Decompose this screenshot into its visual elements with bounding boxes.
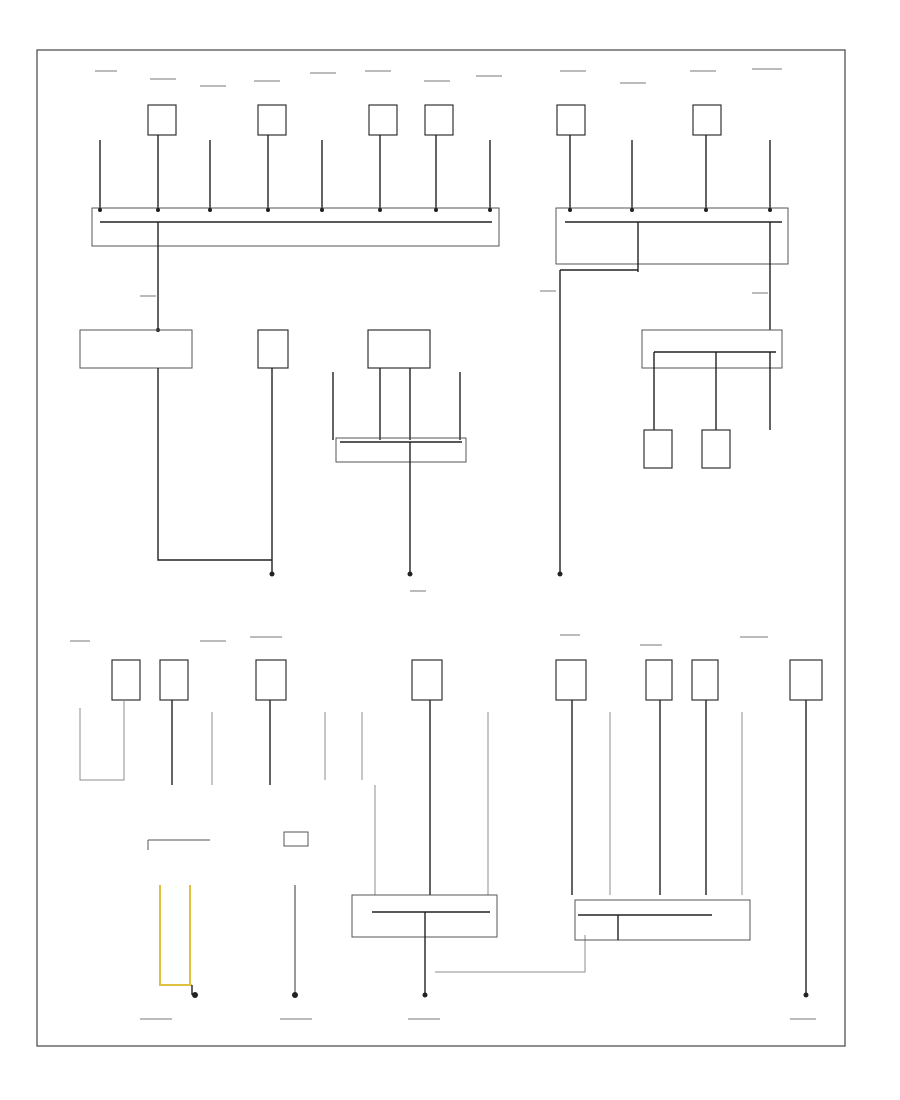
drop-wires: [653, 352, 771, 430]
component-box: [411, 659, 443, 701]
component-box: [111, 659, 141, 701]
component-box: [257, 329, 289, 369]
drop-wires: [99, 135, 491, 210]
relay-block: [79, 329, 193, 369]
component-box-wide: [367, 329, 431, 369]
top-left-component-group: [79, 104, 500, 561]
component-box: [257, 104, 287, 136]
component-box-small: [283, 831, 309, 847]
yellow-wire-pair: [159, 885, 192, 986]
drop-wires: [332, 368, 461, 440]
component-box: [701, 429, 731, 469]
illegible-label-marks: [70, 68, 816, 1020]
junction-connector: [91, 207, 500, 247]
splice-connector: [335, 437, 467, 463]
splice-connector: [574, 899, 751, 941]
component-box: [645, 659, 673, 701]
component-box: [424, 104, 454, 136]
component-box: [159, 659, 189, 701]
component-box: [691, 659, 719, 701]
top-right-component-group: [555, 104, 789, 577]
diagram-frame: [36, 49, 846, 1047]
component-box: [643, 429, 673, 469]
bottom-component-group: [79, 659, 823, 998]
component-box: [555, 659, 587, 701]
middle-component-group: [257, 329, 467, 577]
ground-bracket: [79, 700, 125, 781]
wire-to-ground-left: [157, 368, 272, 561]
component-box: [692, 104, 722, 136]
component-box: [368, 104, 398, 136]
drop-wires: [569, 135, 771, 210]
component-box: [789, 659, 823, 701]
component-box: [556, 104, 586, 136]
component-box: [147, 104, 177, 136]
component-box: [255, 659, 287, 701]
junction-connector-lower: [641, 329, 783, 369]
junction-dots: [98, 208, 492, 212]
junction-connector: [555, 207, 789, 265]
